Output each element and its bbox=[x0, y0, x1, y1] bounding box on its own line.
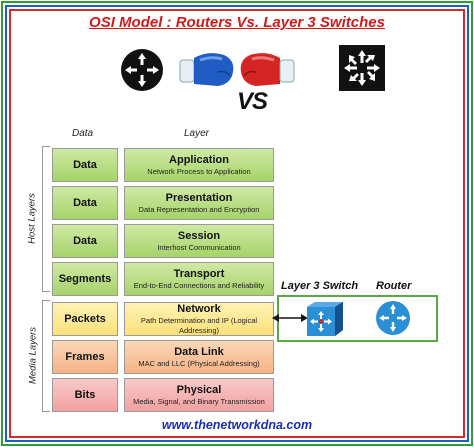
page-title: OSI Model : Routers Vs. Layer 3 Switches bbox=[89, 14, 385, 31]
data-unit-data-link: Frames bbox=[52, 340, 118, 374]
double-arrow-icon bbox=[272, 314, 308, 322]
router-blue-icon bbox=[376, 301, 410, 335]
data-unit-presentation: Data bbox=[52, 186, 118, 220]
data-unit-network: Packets bbox=[52, 302, 118, 336]
layer3-switch-icon bbox=[307, 302, 343, 336]
host-layers-bracket bbox=[42, 146, 50, 292]
media-layers-label: Media Layers bbox=[27, 326, 39, 385]
data-column-header: Data bbox=[72, 128, 94, 139]
layer3-switch-label: Layer 3 Switch bbox=[281, 280, 359, 292]
data-unit-session: Data bbox=[52, 224, 118, 258]
boxing-glove-blue-icon bbox=[179, 53, 234, 86]
data-unit-application: Data bbox=[52, 148, 118, 182]
host-layers-label: Host Layers bbox=[26, 193, 38, 244]
data-unit-physical: Bits bbox=[52, 378, 118, 412]
outer-border-red bbox=[9, 9, 465, 438]
media-layers-bracket bbox=[42, 300, 50, 412]
boxing-glove-red-icon bbox=[240, 53, 295, 86]
vs-label: VS bbox=[237, 88, 268, 115]
router-label: Router bbox=[376, 280, 412, 292]
router-icon bbox=[121, 49, 163, 91]
data-unit-transport: Segments bbox=[52, 262, 118, 296]
outer-border-blue bbox=[5, 5, 469, 442]
switch-icon bbox=[339, 45, 385, 91]
layer-column-header: Layer bbox=[184, 128, 210, 139]
footer-url[interactable]: www.thenetworkdna.com bbox=[161, 418, 313, 432]
